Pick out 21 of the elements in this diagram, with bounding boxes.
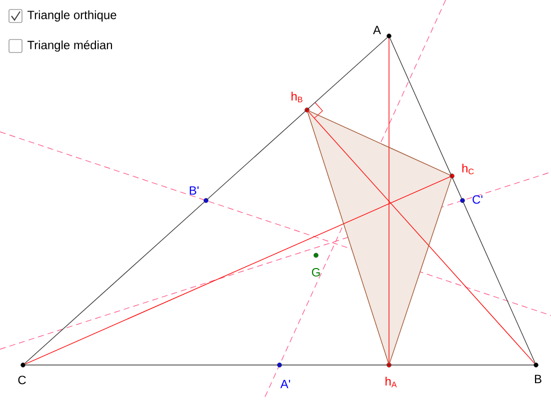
point-label: G	[312, 268, 320, 277]
line-segment	[389, 178, 452, 364]
line-segment	[308, 111, 535, 364]
line-segment	[390, 38, 536, 364]
point-label: B'	[190, 186, 199, 195]
checkbox-label: Triangle médian	[27, 40, 112, 52]
point-label: A	[373, 26, 381, 34]
point-label: C'	[472, 195, 482, 204]
point-label: h$_{A}$	[386, 376, 397, 388]
line-segment	[25, 364, 534, 366]
point-label: h$_{B}$	[292, 92, 302, 102]
point-label: B	[535, 374, 542, 384]
line-segment	[307, 112, 389, 364]
point-label: h$_{C}$	[462, 164, 474, 174]
line-segment	[24, 37, 388, 364]
point-label: A'	[280, 380, 290, 388]
line-segment	[308, 110, 450, 176]
line-segment	[24, 176, 450, 364]
point-label: C	[18, 376, 26, 384]
line-segment	[388, 38, 390, 363]
checkbox-label: Triangle orthique	[27, 10, 116, 22]
